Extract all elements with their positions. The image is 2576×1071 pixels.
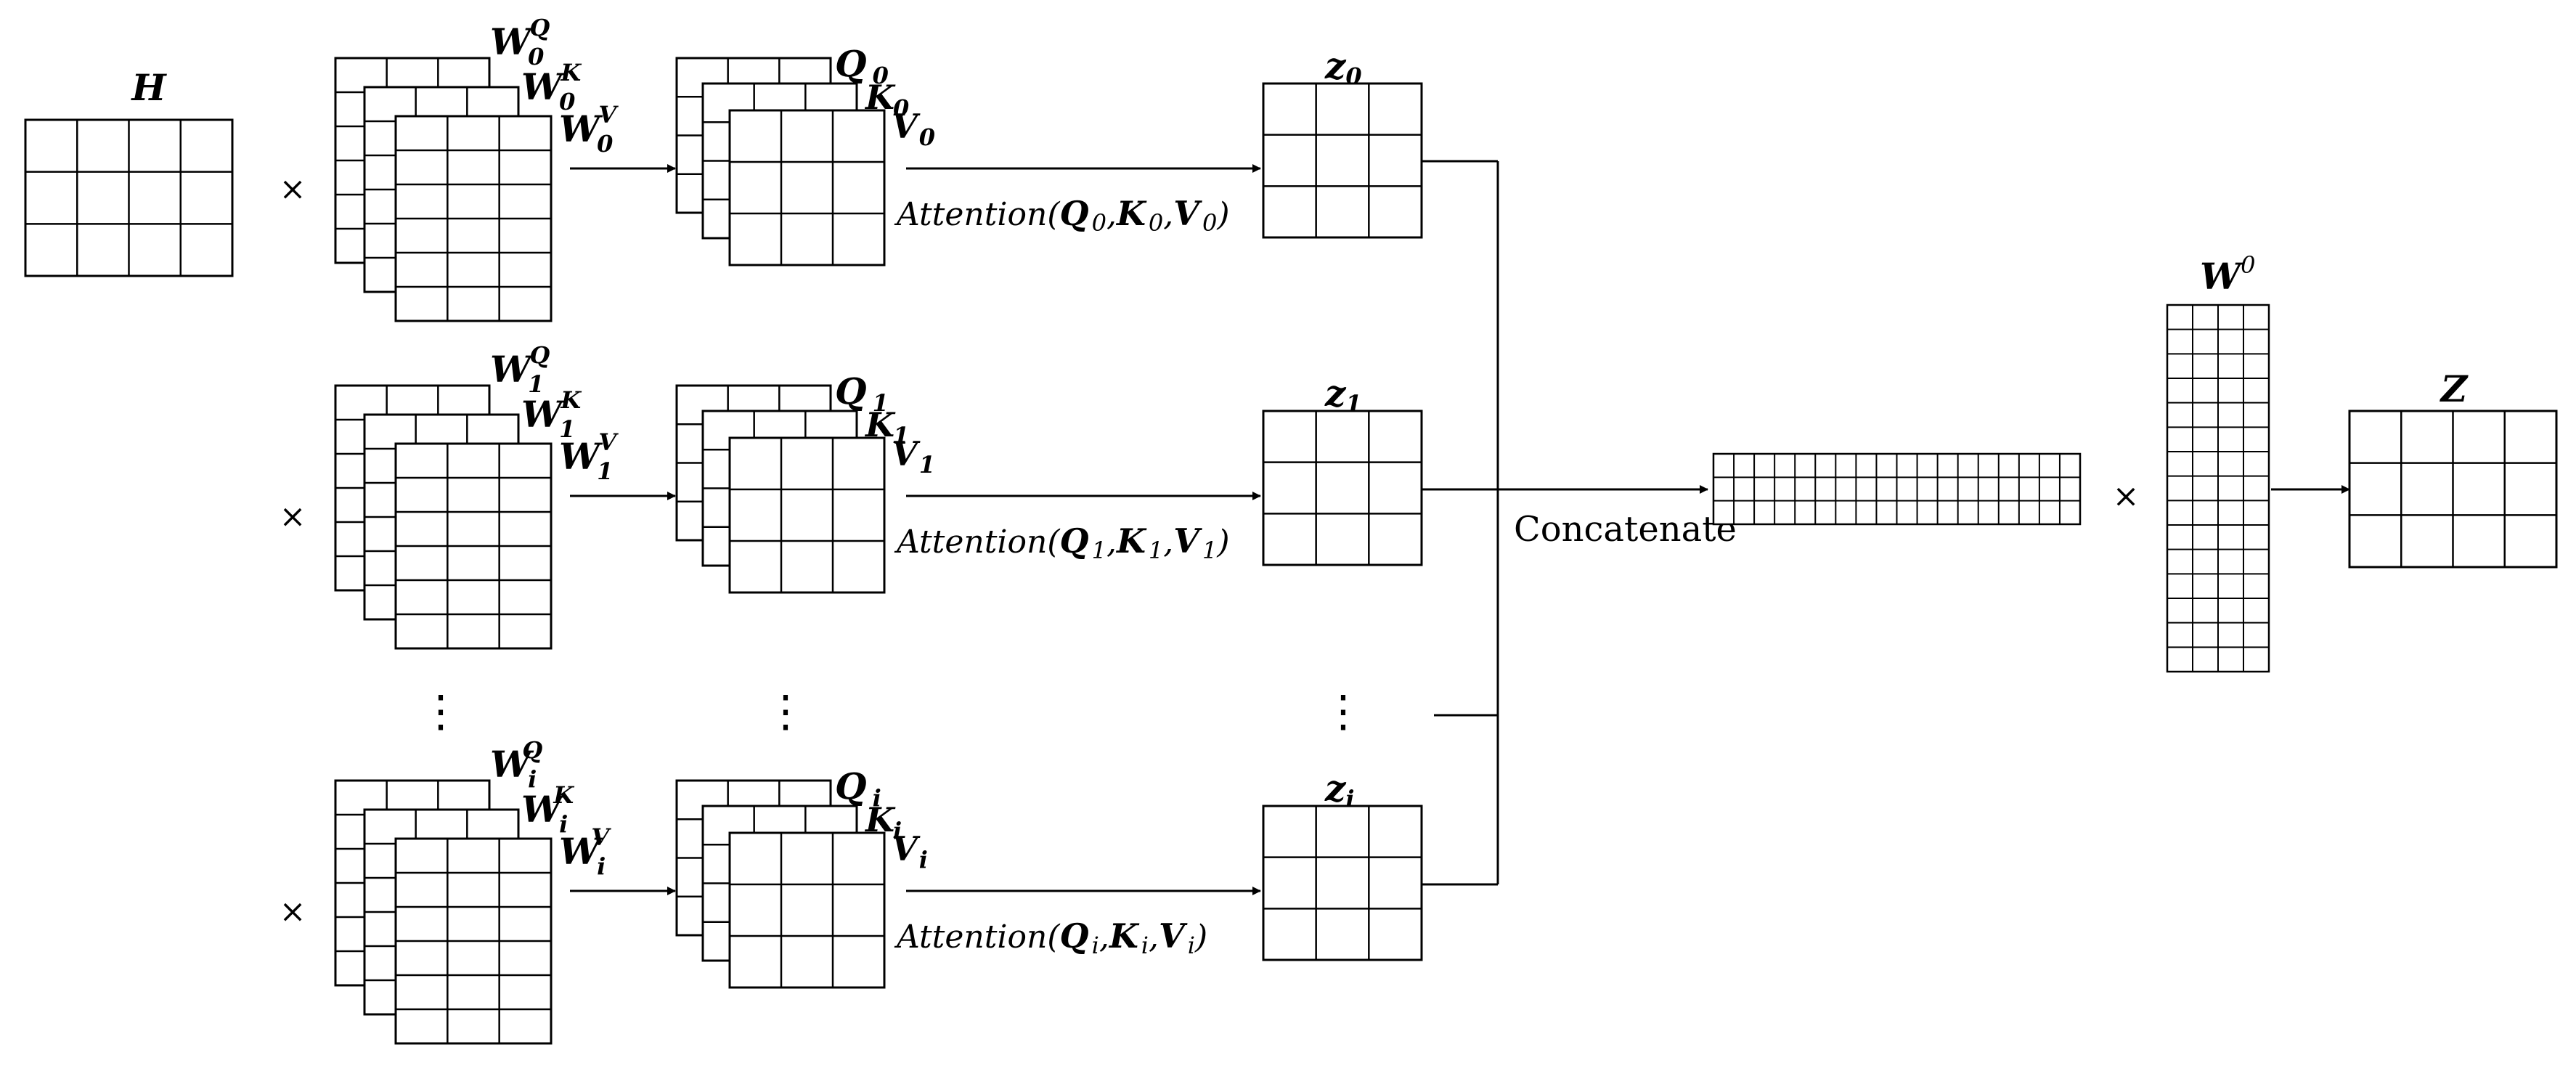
wk-label-2: WiK bbox=[521, 781, 574, 838]
z-matrix-1 bbox=[1262, 410, 1423, 566]
wk-label-0: W0K bbox=[521, 59, 582, 115]
vdots-z: ⋮ bbox=[1321, 686, 1365, 737]
svg-text:W0: W0 bbox=[2200, 251, 2256, 298]
z-matrix-2 bbox=[1262, 805, 1423, 961]
times-symbol-head-2: × bbox=[280, 893, 306, 930]
wv-label-2: WiV bbox=[559, 823, 611, 880]
wq-label-1: W1Q bbox=[490, 341, 550, 398]
wv-label-0: W0V bbox=[559, 101, 619, 158]
v-matrix-0 bbox=[728, 109, 886, 266]
output-matrix-z bbox=[2348, 410, 2558, 569]
wv-matrix-0 bbox=[394, 115, 553, 322]
vdots-qkv: ⋮ bbox=[764, 686, 807, 737]
k-label-0: K0 bbox=[864, 78, 909, 122]
v-label-1: V1 bbox=[892, 434, 935, 479]
times-symbol-output: × bbox=[2113, 478, 2140, 515]
wq-label-0: W0Q bbox=[490, 14, 550, 70]
v-matrix-1 bbox=[728, 436, 886, 594]
output-matrix-grid bbox=[2348, 410, 2558, 569]
wv-label-1: W1V bbox=[559, 428, 619, 485]
input-matrix-grid bbox=[24, 118, 234, 277]
z-matrix-0 bbox=[1262, 82, 1423, 239]
z-label-0: z0 bbox=[1324, 44, 1362, 90]
concat-connector bbox=[1422, 160, 1708, 886]
input-matrix-label: H bbox=[130, 66, 167, 109]
v-label-0: V0 bbox=[892, 107, 935, 151]
times-symbol-head-1: × bbox=[280, 498, 306, 535]
v-label-2: Vi bbox=[892, 829, 928, 874]
k-label-1: K1 bbox=[864, 405, 909, 449]
concatenated-matrix-grid bbox=[1712, 452, 2082, 526]
z-label-2: zi bbox=[1324, 767, 1355, 813]
z-label-1: z1 bbox=[1324, 372, 1362, 418]
wv-matrix-1 bbox=[394, 442, 553, 650]
output-matrix-label: Z bbox=[2440, 367, 2469, 410]
output-weight-label: W0 bbox=[2200, 251, 2256, 298]
concatenated-matrix bbox=[1712, 452, 2082, 526]
output-weight-matrix bbox=[2166, 304, 2270, 673]
wv-matrix-2 bbox=[394, 837, 553, 1045]
v-matrix-2 bbox=[728, 831, 886, 989]
concatenate-label: Concatenate bbox=[1514, 509, 1737, 550]
wk-label-1: W1K bbox=[521, 386, 582, 443]
k-label-2: Ki bbox=[864, 800, 902, 844]
times-symbol-head-0: × bbox=[280, 171, 306, 208]
vdots-weights: ⋮ bbox=[419, 686, 462, 737]
wq-label-2: WiQ bbox=[490, 736, 542, 793]
output-weight-grid bbox=[2166, 304, 2270, 673]
input-matrix-h bbox=[24, 118, 234, 277]
